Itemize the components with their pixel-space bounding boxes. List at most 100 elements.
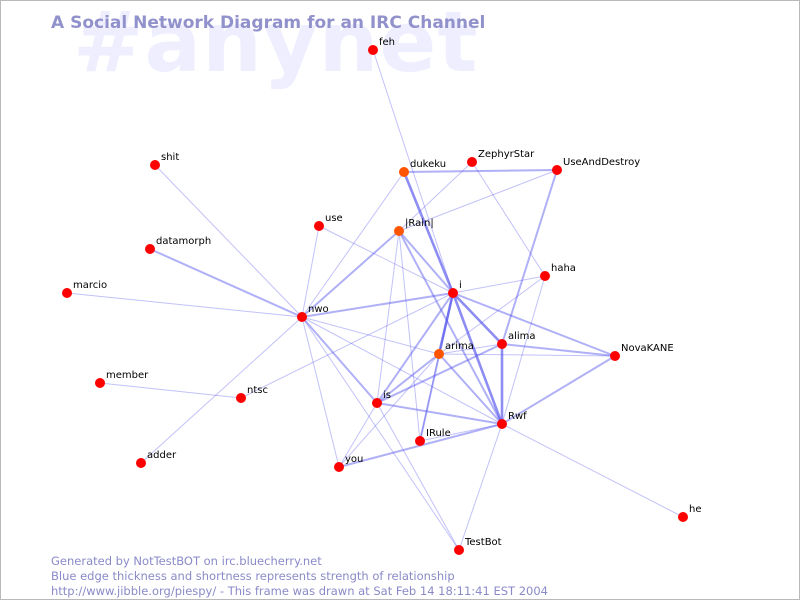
edge-nwo-dukeku: [301, 171, 405, 318]
edge-nwo-arima: [301, 316, 440, 355]
node-arima[interactable]: arima: [434, 341, 474, 359]
node-feh[interactable]: feh: [368, 37, 395, 55]
node-dot: [434, 349, 444, 359]
node-dot: [552, 165, 562, 175]
edge-use-i: [318, 225, 454, 294]
node-label: haha: [551, 263, 576, 274]
edge-dukeku-UseAndDestroy: [403, 169, 558, 173]
node-label: dukeku: [410, 159, 446, 170]
edge-Rain-Rwf: [398, 230, 503, 425]
edge-datamorph-nwo: [149, 248, 303, 318]
edge-arima-IRule: [419, 353, 440, 442]
edge-alima-is: [376, 343, 503, 404]
node-shit[interactable]: shit: [150, 152, 179, 170]
node-dot: [150, 160, 160, 170]
edge-nwo-Rain: [301, 230, 400, 318]
node-alima[interactable]: alima: [497, 331, 536, 349]
node-nwo[interactable]: nwo: [297, 304, 329, 322]
node-i[interactable]: i: [448, 280, 462, 298]
node-label: nwo: [308, 304, 329, 315]
edge-UseAndDestroy-Rain: [398, 169, 558, 232]
edge-IRule-Rwf: [419, 423, 503, 442]
footer-link-timestamp[interactable]: http://www.jibble.org/piespy/ - This fra…: [51, 584, 548, 598]
edge-i-Rwf: [451, 291, 504, 426]
node-label: Rwf: [508, 411, 527, 422]
node-dot: [454, 545, 464, 555]
edge-Rain-is: [376, 230, 400, 404]
node-member[interactable]: member: [95, 370, 149, 388]
node-label: NovaKANE: [621, 343, 674, 354]
edge-arima-NovaKANE: [438, 353, 616, 357]
edge-nwo-Rwf: [301, 316, 503, 425]
edge-UseAndDestroy-alima: [501, 169, 558, 345]
node-ZephyrStar[interactable]: ZephyrStar: [467, 149, 535, 167]
node-Rain[interactable]: |Rain|: [394, 218, 434, 236]
node-haha[interactable]: haha: [540, 263, 576, 281]
node-dot: [368, 45, 378, 55]
edge-alima-arima: [438, 343, 503, 355]
node-label: arima: [445, 341, 474, 352]
node-datamorph[interactable]: datamorph: [145, 236, 211, 254]
node-adder[interactable]: adder: [136, 450, 177, 468]
edge-marcio-nwo: [66, 292, 303, 318]
edge-is-TestBot: [376, 402, 460, 551]
node-label: member: [106, 370, 149, 381]
edge-i-arima: [437, 291, 455, 356]
node-use[interactable]: use: [314, 213, 343, 231]
node-dot: [314, 221, 324, 231]
node-IRule[interactable]: IRule: [415, 428, 451, 446]
edge-dukeku-i: [402, 170, 455, 295]
edge-is-you: [338, 402, 378, 468]
node-label: ntsc: [247, 385, 268, 396]
node-label: TestBot: [464, 537, 502, 548]
node-label: use: [325, 213, 343, 224]
edge-haha-Rwf: [501, 275, 546, 425]
edge-alima-NovaKANE: [501, 343, 616, 357]
edge-member-ntsc: [99, 382, 242, 399]
node-label: UseAndDestroy: [563, 157, 640, 168]
edge-use-nwo: [301, 225, 320, 318]
node-label: ZephyrStar: [478, 149, 535, 160]
edge-i-IRule: [419, 292, 454, 442]
node-UseAndDestroy[interactable]: UseAndDestroy: [552, 157, 640, 175]
edge-nwo-you: [301, 316, 340, 468]
edge-i-alima: [451, 291, 504, 346]
edge-haha-arima: [438, 275, 546, 355]
node-label: |Rain|: [405, 218, 434, 229]
node-label: is: [383, 390, 391, 401]
node-TestBot[interactable]: TestBot: [454, 537, 502, 555]
node-dot: [95, 378, 105, 388]
footer: Generated by NotTestBOT on irc.bluecherr…: [51, 554, 548, 599]
node-dot: [415, 436, 425, 446]
node-dukeku[interactable]: dukeku: [399, 159, 446, 177]
node-dot: [497, 339, 507, 349]
node-dot: [236, 393, 246, 403]
node-Rwf[interactable]: Rwf: [497, 411, 527, 429]
node-dot: [394, 226, 404, 236]
node-label: he: [689, 504, 702, 515]
node-label: adder: [147, 450, 177, 461]
edge-arima-is: [376, 353, 440, 404]
node-NovaKANE[interactable]: NovaKANE: [610, 343, 674, 361]
node-label: feh: [379, 37, 395, 48]
node-label: i: [459, 280, 462, 291]
node-dot: [399, 167, 409, 177]
node-dot: [145, 244, 155, 254]
edge-adder-nwo: [140, 316, 303, 464]
node-ntsc[interactable]: ntsc: [236, 385, 268, 403]
node-marcio[interactable]: marcio: [62, 280, 107, 298]
node-dot: [372, 398, 382, 408]
edge-ntsc-i: [240, 292, 454, 399]
edge-i-NovaKANE: [452, 292, 616, 357]
node-is[interactable]: is: [372, 390, 391, 408]
node-dot: [62, 288, 72, 298]
edge-NovaKANE-Rwf: [501, 355, 616, 425]
node-you[interactable]: you: [334, 454, 363, 472]
node-dot: [448, 288, 458, 298]
diagram-title: A Social Network Diagram for an IRC Chan…: [51, 13, 486, 33]
edge-nwo-i: [301, 292, 454, 318]
edge-shit-nwo: [154, 164, 303, 318]
edge-i-is: [376, 292, 454, 404]
node-he[interactable]: he: [678, 504, 702, 522]
